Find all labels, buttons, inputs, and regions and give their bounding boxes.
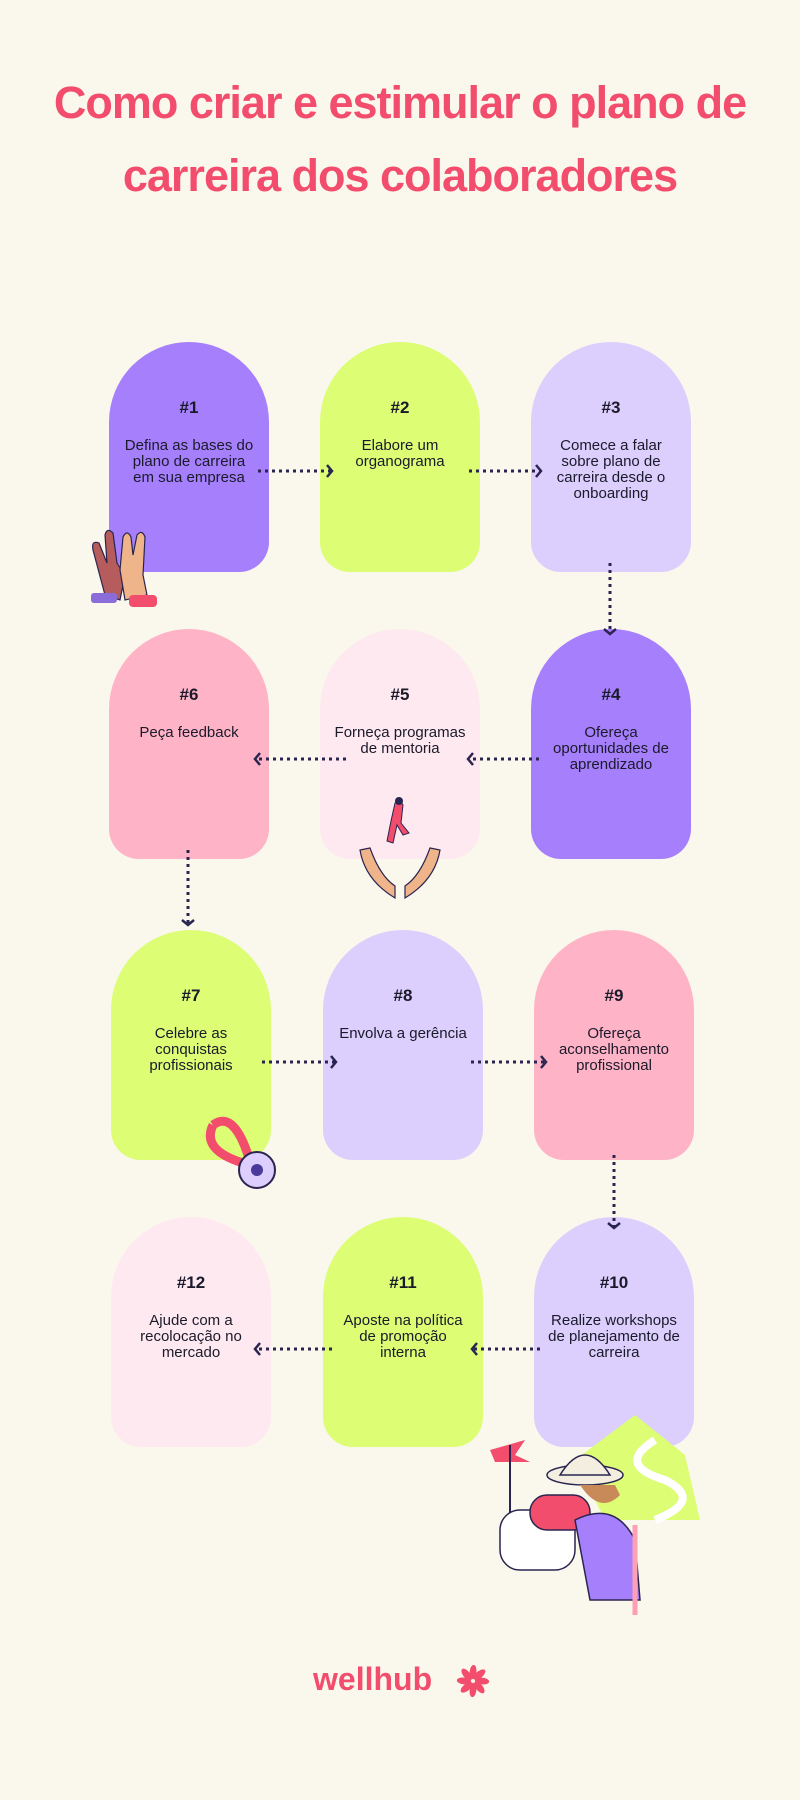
step-number: #3	[601, 398, 621, 417]
arrow-6-7	[181, 850, 195, 927]
arrow-3-4	[603, 563, 617, 636]
step-number: #12	[176, 1273, 206, 1292]
step-text: Envolva a gerência	[339, 1025, 467, 1042]
arrow-7-8	[262, 1055, 338, 1069]
step-number: #7	[181, 986, 201, 1005]
step-number: #1	[179, 398, 199, 417]
step-text: Realize workshops de planejamento de car…	[548, 1312, 680, 1361]
step-text: Aposte na política de promoção interna	[343, 1312, 463, 1361]
step-text: Peça feedback	[139, 724, 239, 741]
wellhub-logo: wellhub	[312, 1660, 493, 1705]
arrow-9-10	[607, 1155, 621, 1230]
step-text: Celebre as conquistas profissionais	[149, 1025, 233, 1074]
hiker-illustration-icon	[490, 1415, 700, 1615]
step-number: #9	[604, 986, 624, 1005]
logo-text: wellhub	[313, 1661, 432, 1697]
high-five-hands-icon	[91, 529, 157, 607]
step-number: #11	[389, 1273, 417, 1292]
mentoring-hands-icon	[359, 797, 441, 900]
arrow-11-12	[253, 1342, 332, 1356]
step-number: #4	[601, 685, 621, 704]
arrow-8-9	[471, 1055, 548, 1069]
step-text: Comece a falar sobre plano de carreira d…	[556, 437, 666, 502]
step-number: #2	[390, 398, 410, 417]
arrow-10-11	[470, 1342, 540, 1356]
flower-logo-icon	[456, 1664, 490, 1698]
step-number: #10	[599, 1273, 629, 1292]
arrow-2-3	[469, 464, 543, 478]
step-text: Forneça programas de mentoria	[334, 724, 466, 757]
medal-icon	[205, 1116, 276, 1189]
step-text: Ofereça oportunidades de aprendizado	[553, 724, 669, 773]
arrow-4-5	[466, 752, 539, 766]
step-text: Elabore um organograma	[355, 437, 445, 470]
arrow-5-6	[253, 752, 346, 766]
step-text: Defina as bases do plano de carreira em …	[124, 437, 254, 486]
step-number: #6	[179, 685, 199, 704]
page-title: Como criar e estimular o plano de carrei…	[53, 77, 747, 201]
step-text: Ofereça aconselhamento profissional	[558, 1025, 670, 1074]
arrow-1-2	[258, 464, 334, 478]
step-text: Ajude com a recolocação no mercado	[140, 1312, 242, 1361]
step-number: #5	[390, 685, 410, 704]
step-number: #8	[393, 986, 413, 1005]
